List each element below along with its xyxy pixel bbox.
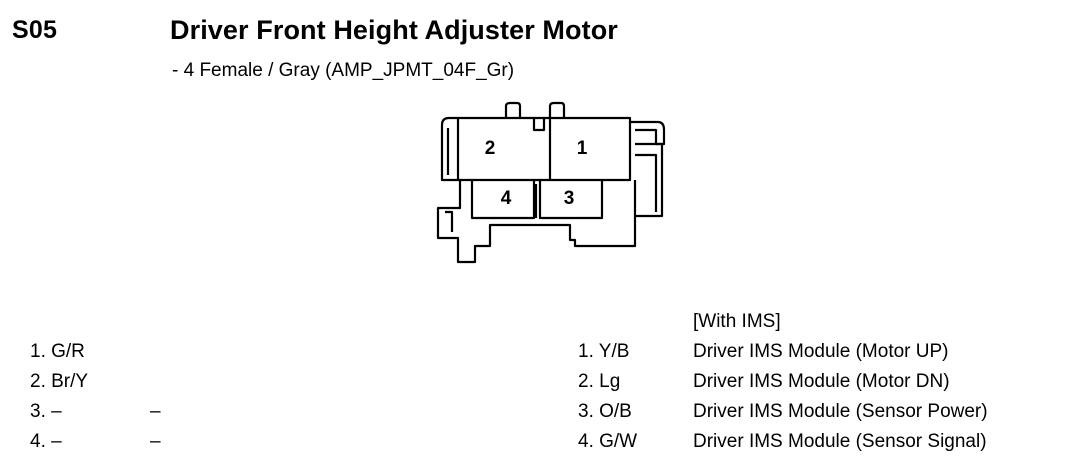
ims-pin-2-desc: Driver IMS Module (Motor DN) — [693, 371, 950, 392]
pin-label-1: 1 — [577, 138, 588, 159]
connector-spec: - 4 Female / Gray (AMP_JPMT_04F_Gr) — [172, 60, 515, 81]
ims-pin-3: 3. O/B — [578, 401, 632, 422]
cavity-outline-4 — [470, 180, 536, 220]
pin-label-4: 4 — [501, 188, 512, 209]
center-key — [532, 118, 546, 132]
ims-pin-2: 2. Lg — [578, 371, 621, 392]
base-pin-4-desc: – — [150, 431, 161, 452]
side-lock — [630, 120, 666, 146]
connector-code: S05 — [12, 16, 58, 44]
cavity-outline-3 — [538, 180, 604, 220]
housing-lower — [436, 180, 637, 264]
base-pin-2: 2. Br/Y — [30, 371, 89, 392]
ims-heading: [With IMS] — [693, 311, 781, 332]
pin-label-2: 2 — [485, 138, 496, 159]
base-pin-3-desc: – — [150, 401, 161, 422]
connector-face-diagram: 2 1 4 3 — [436, 101, 666, 264]
latch-tab-left — [504, 101, 522, 118]
ims-pin-1-desc: Driver IMS Module (Motor UP) — [693, 341, 949, 362]
latch-tab-right — [548, 101, 566, 118]
ims-pin-1: 1. Y/B — [578, 341, 630, 362]
page-title: Driver Front Height Adjuster Motor — [170, 15, 618, 45]
pin-label-3: 3 — [564, 188, 575, 209]
ims-pin-4: 4. G/W — [578, 431, 638, 452]
housing-body — [440, 116, 632, 182]
ims-pin-3-desc: Driver IMS Module (Sensor Power) — [693, 401, 988, 422]
base-pin-3: 3. – — [30, 401, 62, 422]
ims-pin-4-desc: Driver IMS Module (Sensor Signal) — [693, 431, 987, 452]
base-pin-4: 4. – — [30, 431, 62, 452]
base-pin-1: 1. G/R — [30, 341, 85, 362]
